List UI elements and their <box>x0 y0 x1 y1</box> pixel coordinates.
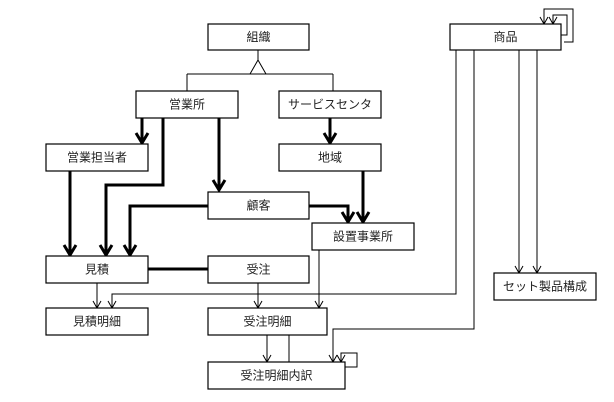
rel-kokyaku-secchi <box>309 204 350 221</box>
rel-uchiwake-recursive <box>340 352 358 368</box>
rel-shohin-mitsumorimeisai <box>111 50 457 307</box>
arrowhead-icon <box>122 244 138 258</box>
arrowhead-icon <box>62 244 78 258</box>
entity-mitsumori-meisai[interactable]: 見積明細 <box>45 307 149 336</box>
arrowhead-icon <box>211 179 227 193</box>
entity-kokyaku[interactable]: 顧客 <box>207 191 310 220</box>
entity-eigyosho[interactable]: 営業所 <box>135 90 239 119</box>
rel-kokyaku-mitsumori <box>128 204 208 254</box>
generalization-connector <box>186 50 334 91</box>
arrowhead-icon <box>98 244 114 258</box>
entity-label: 見積明細 <box>73 314 121 329</box>
entity-juchu-meisai-uchiwake[interactable]: 受注明細内訳 <box>207 361 346 390</box>
arrowhead-icon <box>355 211 371 225</box>
entity-label: 営業所 <box>169 98 205 112</box>
entity-chiiki[interactable]: 地域 <box>278 143 382 172</box>
entity-label: 受注明細 <box>243 314 291 329</box>
rel-shohin-recursive-inner <box>552 14 568 36</box>
entity-label: 受注明細内訳 <box>240 368 312 383</box>
arrowhead-icon <box>134 132 150 146</box>
entity-eigyo-tanto[interactable]: 営業担当者 <box>45 143 149 172</box>
entity-label: セット製品構成 <box>503 280 587 294</box>
entity-label: 地域 <box>318 151 342 165</box>
entity-secchi-jigyosho[interactable]: 設置事業所 <box>311 222 415 251</box>
entity-juchu[interactable]: 受注 <box>207 255 310 284</box>
entity-label: 商品 <box>493 29 517 44</box>
entity-label: 設置事業所 <box>333 229 393 244</box>
entity-label: 受注 <box>246 262 270 277</box>
rel-shohin-uchiwake <box>332 50 475 361</box>
entity-label: 顧客 <box>246 198 270 213</box>
arrowhead-icon <box>322 132 338 146</box>
entity-label: 見積 <box>85 262 109 277</box>
entity-label: 組織 <box>246 30 270 44</box>
entity-mitsumori[interactable]: 見積 <box>45 255 149 284</box>
entity-soshiki[interactable]: 組織 <box>207 23 310 51</box>
entity-set-seihin-kosei[interactable]: セット製品構成 <box>493 272 597 301</box>
entity-label: 営業担当者 <box>67 151 127 165</box>
entity-shohin[interactable]: 商品 <box>449 23 562 51</box>
rel-shohin-recursive-outer <box>543 8 574 43</box>
rel-eigyosho-mitsumori <box>104 118 165 254</box>
thick-relationship-lines <box>62 118 371 271</box>
entity-service-center[interactable]: サービスセンタ <box>278 90 382 119</box>
entity-juchu-meisai[interactable]: 受注明細 <box>207 307 328 336</box>
entity-label: サービスセンタ <box>288 98 372 112</box>
thin-relationship-lines <box>92 8 574 368</box>
arrowhead-icon <box>340 211 356 225</box>
generalization-triangle-icon <box>249 58 267 75</box>
